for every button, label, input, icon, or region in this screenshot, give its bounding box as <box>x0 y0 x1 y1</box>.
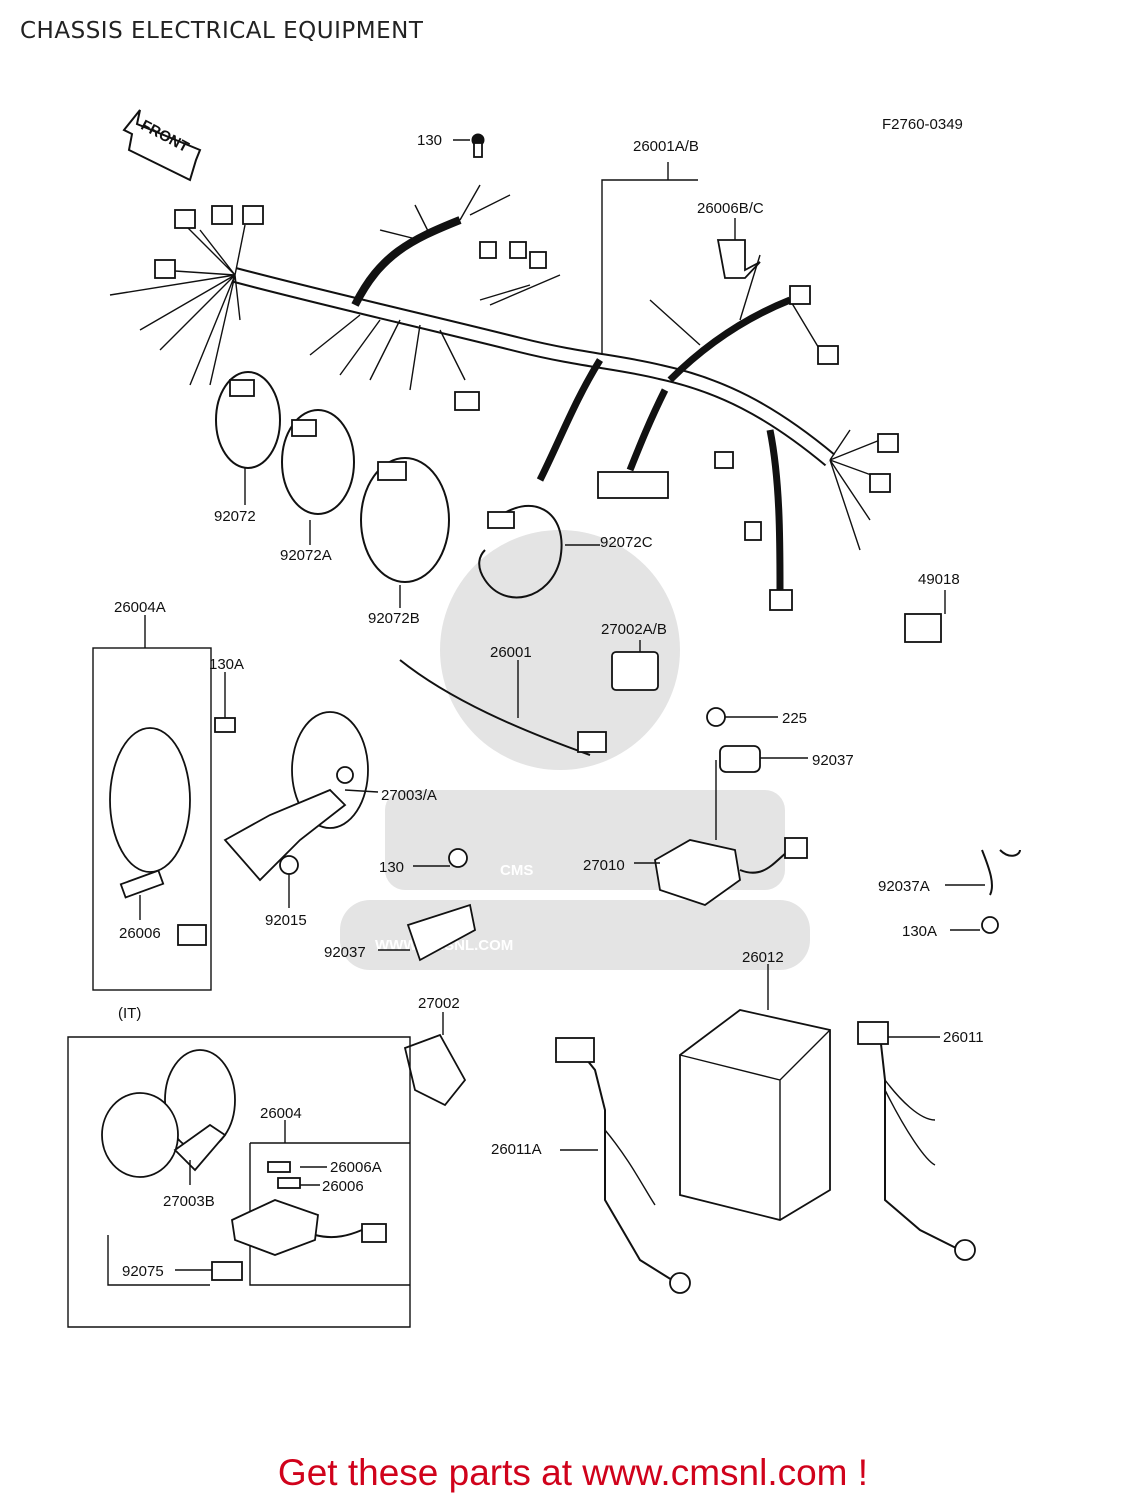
middle-components <box>399 613 1021 1107</box>
parts-diagram: CMS WWW.CMSNL.COM F2760-0349 FRONT <box>67 109 1021 1328</box>
promo-link[interactable]: Get these parts at www.cmsnl.com ! <box>277 1452 869 1493</box>
main-wiring-harness <box>109 184 899 611</box>
callout-92072: 92072 <box>214 508 256 525</box>
callout-130-mid: 130 <box>379 859 404 876</box>
front-arrow: FRONT <box>122 109 202 182</box>
callout-130: 130 <box>417 132 442 149</box>
harness-bands <box>215 371 563 599</box>
callout-225: 225 <box>782 710 807 727</box>
callout-26006bc: 26006B/C <box>697 200 764 217</box>
callout-27002: 27002 <box>418 995 460 1012</box>
callout-26011: 26011 <box>943 1029 984 1046</box>
page-title: CHASSIS ELECTRICAL EQUIPMENT <box>20 18 424 44</box>
callout-26004: 26004 <box>260 1105 302 1122</box>
callout-27002ab: 27002A/B <box>601 621 667 638</box>
callout-26001ab: 26001A/B <box>633 138 699 155</box>
callout-27010: 27010 <box>583 857 625 874</box>
callout-130a-horn: 130A <box>209 656 244 673</box>
watermark-logo: CMS <box>500 862 533 879</box>
callout-26006-left: 26006 <box>119 925 161 942</box>
callout-26011a: 26011A <box>491 1141 542 1158</box>
front-arrow-label: FRONT <box>138 117 192 156</box>
callout-130a-right: 130A <box>902 923 937 940</box>
it-variant-group: (IT) <box>67 1005 411 1328</box>
callout-92037-right: 92037 <box>812 752 854 769</box>
battery-and-cables <box>555 1009 976 1294</box>
callout-26001: 26001 <box>490 644 532 661</box>
it-variant-label: (IT) <box>118 1005 141 1022</box>
callout-49018: 49018 <box>918 571 960 588</box>
callout-27003b: 27003B <box>163 1193 215 1210</box>
leader-lines <box>139 133 985 1271</box>
figure-code: F2760-0349 <box>882 116 963 133</box>
callout-26006-it: 26006 <box>322 1178 364 1195</box>
callout-26004a: 26004A <box>114 599 166 616</box>
callout-92075: 92075 <box>122 1263 164 1280</box>
callout-92072a: 92072A <box>280 547 332 564</box>
callout-92037-mid: 92037 <box>324 944 366 961</box>
callout-92037a: 92037A <box>878 878 930 895</box>
callout-92072b: 92072B <box>368 610 420 627</box>
callout-92072c: 92072C <box>600 534 653 551</box>
callout-92015: 92015 <box>265 912 307 929</box>
callout-26006a: 26006A <box>330 1159 382 1176</box>
callout-labels: 130 26001A/B 26006B/C 92072 92072A 92072… <box>114 132 984 1280</box>
callout-27003a: 27003/A <box>381 787 437 804</box>
horn-assembly <box>92 647 369 991</box>
callout-26012: 26012 <box>742 949 784 966</box>
